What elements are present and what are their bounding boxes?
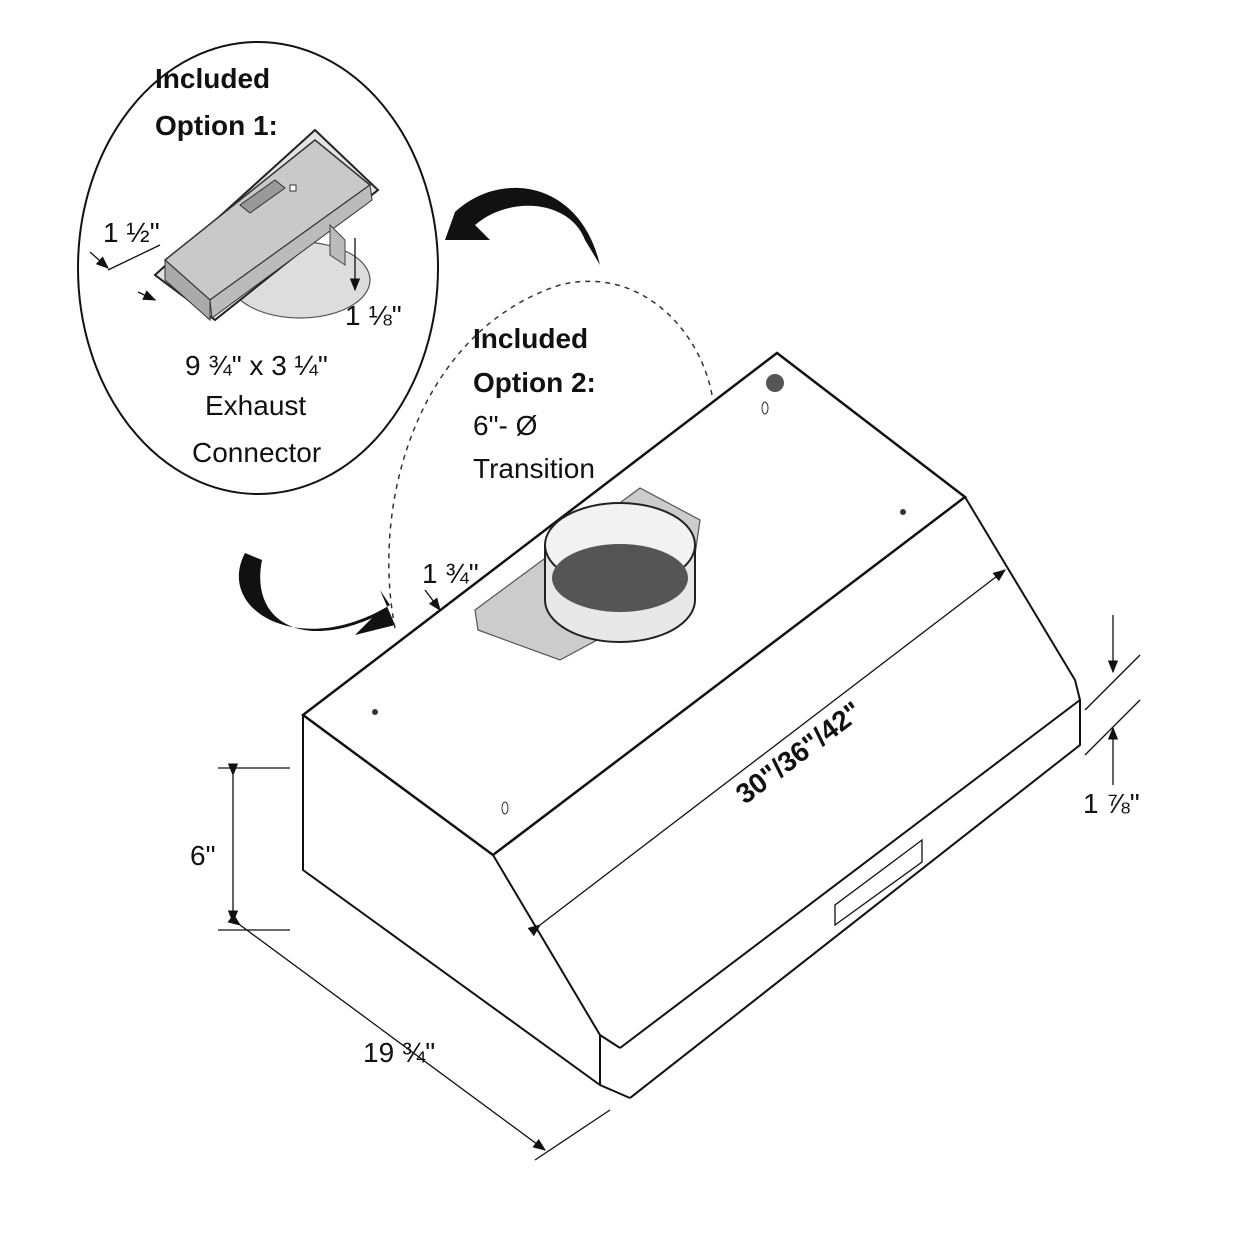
exhaust-connector-drawing: [153, 128, 380, 322]
dim-arrow: [89, 251, 109, 269]
option1-title-line2: Option 1:: [155, 110, 278, 141]
hood-dim-depth: 19 ¾": [363, 1037, 435, 1068]
hood-dim-height: 6": [190, 840, 216, 871]
option2-name-line1: 6"- Ø: [473, 410, 537, 441]
depth-dim-line: [227, 913, 547, 1151]
hood-dim-width: 30"/36"/42": [730, 695, 868, 809]
hood-dim-lip: 1 ⅞": [1083, 788, 1140, 819]
option2-callout-arc: [388, 280, 713, 629]
option1-callout-ellipse: [77, 41, 439, 495]
ext-line: [534, 1109, 611, 1161]
dim-arrow: [424, 589, 441, 612]
option1-title-line1: Included: [155, 63, 270, 94]
option2-title-line1: Included: [473, 323, 588, 354]
hood-dim-offset: 1 ¾": [422, 558, 479, 589]
option1-name-line1: Exhaust: [205, 390, 306, 421]
swap-arrow-bottom-icon: [238, 553, 395, 635]
ext-line: [1084, 654, 1141, 711]
dim-arrow: [137, 290, 157, 301]
option1-name-line2: Connector: [192, 437, 321, 468]
option1-dim-width: 1 ½": [103, 217, 160, 248]
dim-line: [107, 244, 161, 271]
option1-dim-height: 1 ⅛": [345, 300, 402, 331]
width-dim-line: [527, 569, 1007, 937]
swap-arrow-top-icon: [445, 187, 600, 265]
range-hood-drawing: [300, 351, 1081, 1099]
option2-title-line2: Option 2:: [473, 367, 596, 398]
option2-name-line2: Transition: [473, 453, 595, 484]
option1-size: 9 ¾" x 3 ¼": [185, 350, 328, 381]
